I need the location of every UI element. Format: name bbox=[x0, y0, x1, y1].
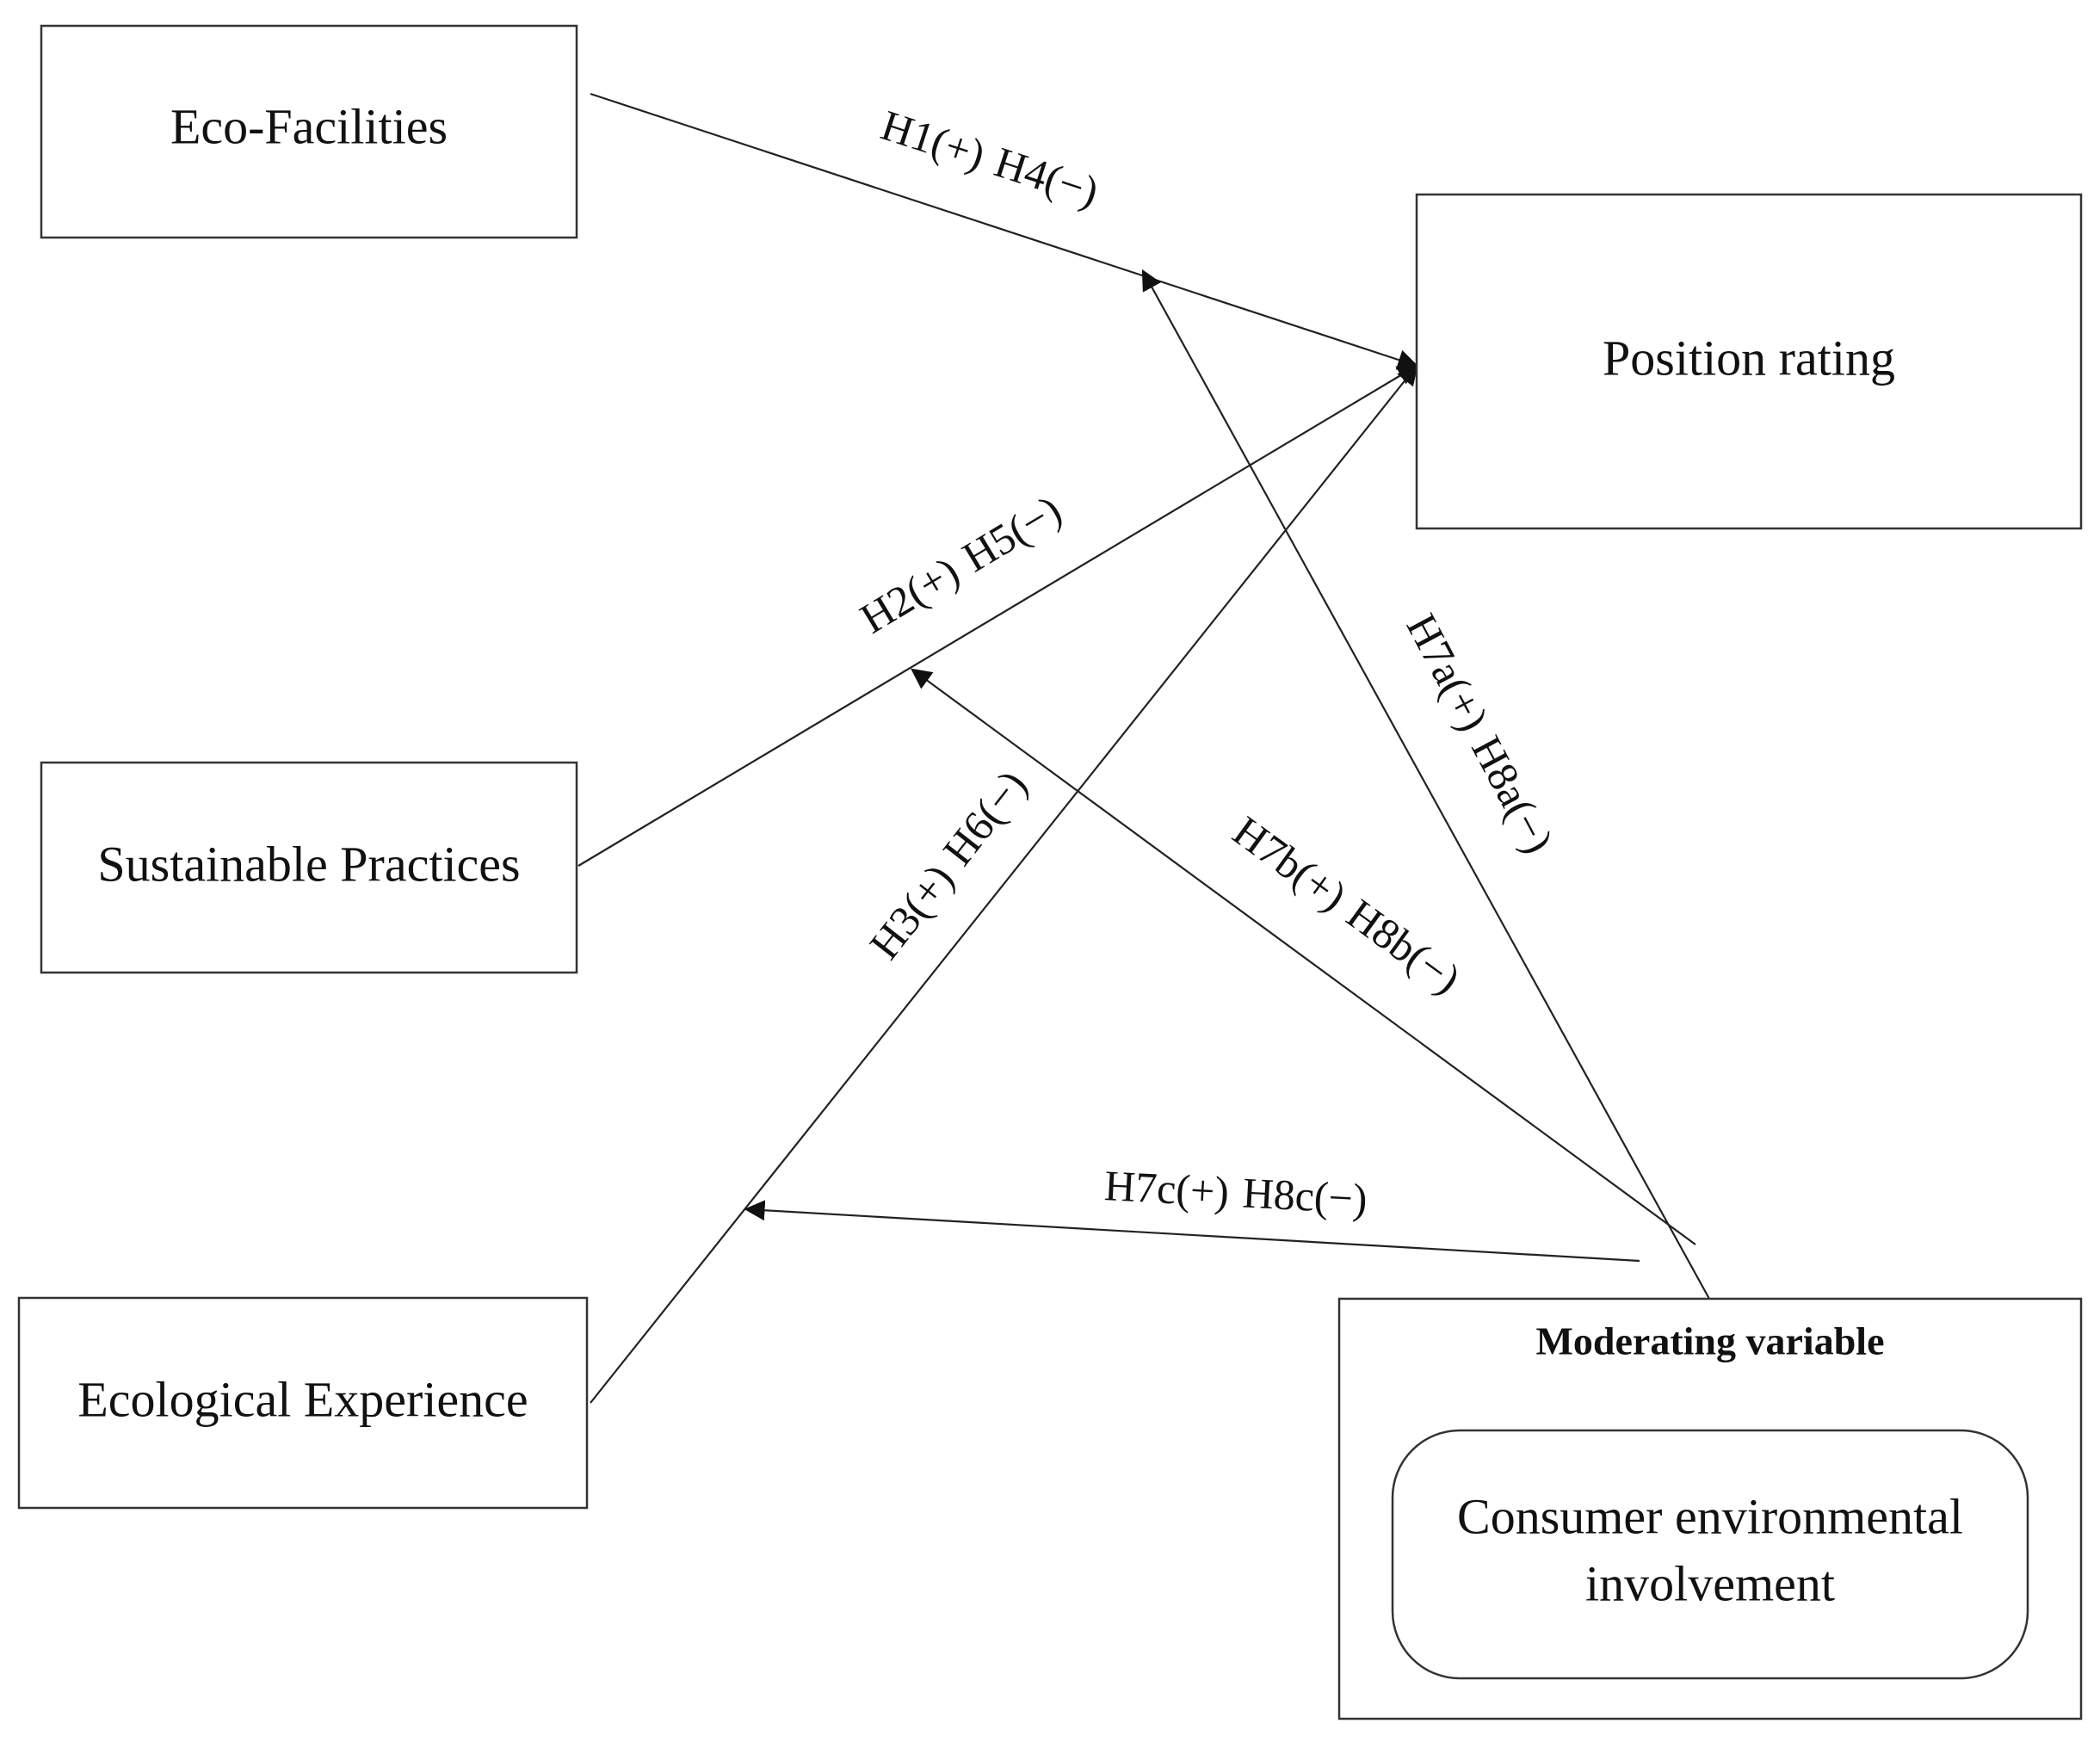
node-ecological-experience-label: Ecological Experience bbox=[77, 1371, 528, 1427]
node-position-rating: Position rating bbox=[1415, 193, 2083, 530]
moderator-label-line1: Consumer environmental bbox=[1457, 1488, 1963, 1544]
label-h6: H6(−) bbox=[933, 761, 1036, 874]
moderating-variable-title: Moderating variable bbox=[1536, 1319, 1885, 1363]
label-h3: H3(+) bbox=[860, 856, 963, 968]
moderator-rounded-box bbox=[1391, 1429, 2029, 1680]
node-sustainable-practices: Sustainable Practices bbox=[40, 761, 578, 974]
node-moderating-variable: Moderating variable Consumer environment… bbox=[1337, 1297, 2083, 1720]
label-h5: H5(−) bbox=[954, 485, 1070, 581]
edge-sustainable-practices-to-position-rating bbox=[578, 364, 1419, 867]
label-h8c: H8c(−) bbox=[1241, 1168, 1368, 1223]
edge-moderator-to-path-a bbox=[1141, 269, 1710, 1300]
edge-eco-facilities-to-position-rating bbox=[590, 92, 1419, 370]
node-eco-facilities-label: Eco-Facilities bbox=[170, 98, 448, 154]
node-eco-facilities: Eco-Facilities bbox=[40, 24, 578, 239]
label-h8a: H8a(−) bbox=[1462, 728, 1563, 861]
label-h2: H2(+) bbox=[852, 547, 967, 643]
label-h7b: H7b(+) bbox=[1225, 806, 1356, 920]
node-ecological-experience: Ecological Experience bbox=[17, 1296, 589, 1510]
edge-ecological-experience-to-position-rating bbox=[590, 364, 1418, 1404]
edge-moderator-to-path-c bbox=[744, 1200, 1640, 1263]
moderator-label-line2: involvement bbox=[1585, 1555, 1835, 1611]
label-h4: H4(−) bbox=[989, 138, 1104, 216]
label-h7c: H7c(+) bbox=[1103, 1161, 1231, 1216]
node-sustainable-practices-label: Sustainable Practices bbox=[97, 836, 520, 892]
edge-moderator-to-path-b bbox=[911, 668, 1696, 1245]
edges bbox=[578, 92, 1710, 1404]
label-h8b: H8b(−) bbox=[1338, 889, 1469, 1003]
label-h1: H1(+) bbox=[875, 101, 991, 179]
node-position-rating-label: Position rating bbox=[1603, 330, 1895, 386]
label-h7a: H7a(+) bbox=[1398, 606, 1498, 738]
